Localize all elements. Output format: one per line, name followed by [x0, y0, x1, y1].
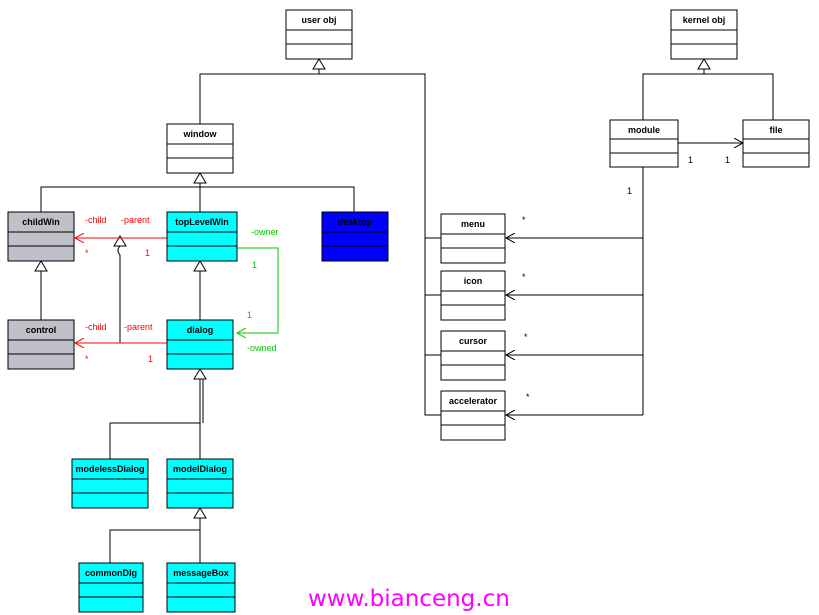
owner-role: -owner	[251, 227, 279, 237]
class-name: childWin	[22, 217, 59, 227]
class-box	[742, 119, 810, 168]
module-mult: 1	[627, 186, 632, 196]
class-modelessdialog: modelessDialog	[71, 458, 149, 509]
class-name: file	[769, 125, 782, 135]
childwin-mult-child: *	[85, 248, 89, 258]
class-modeldialog: modelDialog	[166, 458, 234, 509]
triangle-window	[193, 172, 207, 184]
control-role-parent: -parent	[124, 322, 153, 332]
childwin-mult-parent: 1	[145, 248, 150, 258]
owner-mult-top: 1	[252, 260, 257, 270]
class-control: control	[7, 319, 75, 370]
class-name: dialog	[187, 325, 214, 335]
cursor-mult: *	[524, 332, 528, 342]
class-name: modelessDialog	[75, 464, 144, 474]
class-name: desktop	[338, 217, 373, 227]
owner-mult-dialog: 1	[247, 310, 252, 320]
class-kernel-obj: kernel obj	[670, 9, 738, 60]
generalization-lines	[40, 69, 774, 563]
triangle-childwin	[34, 260, 48, 272]
class-box	[166, 123, 234, 174]
menu-mult: *	[522, 215, 526, 225]
class-box	[166, 319, 234, 370]
class-box	[609, 119, 679, 168]
class-box	[7, 319, 75, 370]
class-box	[440, 390, 506, 441]
childwin-role-child: -child	[85, 215, 107, 225]
class-name: kernel obj	[683, 15, 726, 25]
triangle-toplevelwin	[193, 260, 207, 272]
control-role-child: -child	[85, 322, 107, 332]
class-name: accelerator	[449, 396, 498, 406]
class-module: module	[609, 119, 679, 168]
module-file-mult-file: 1	[725, 155, 730, 165]
childwin-role-parent: -parent	[121, 215, 150, 225]
class-menu: menu	[440, 213, 506, 264]
association-labels: -child -parent * 1 -child -parent * 1 -o…	[85, 155, 730, 402]
class-name: window	[183, 129, 218, 139]
owned-role: -owned	[247, 343, 277, 353]
class-box	[166, 562, 236, 613]
associations	[75, 143, 743, 415]
class-window: window	[166, 123, 234, 174]
class-name: menu	[461, 219, 485, 229]
class-accelerator: accelerator	[440, 390, 506, 441]
class-user-obj: user obj	[285, 9, 353, 60]
class-name: icon	[464, 276, 483, 286]
class-box	[440, 270, 506, 321]
gen-line-control-parent-childwin	[117, 245, 121, 343]
class-box	[285, 9, 353, 60]
class-box	[321, 211, 389, 262]
triangle-userobj	[312, 58, 326, 70]
class-name: user obj	[301, 15, 336, 25]
class-name: cursor	[459, 336, 488, 346]
class-box	[166, 458, 234, 509]
class-toplevelwin: topLevelWin	[166, 211, 238, 262]
class-desktop: desktop	[321, 211, 389, 262]
gen-line-window-userobj	[199, 73, 441, 416]
triangle-kernelobj	[697, 58, 711, 70]
class-box	[440, 213, 506, 264]
icon-mult: *	[522, 272, 526, 282]
class-box	[7, 211, 75, 262]
assoc-owner-owned	[237, 247, 279, 333]
control-mult-child: *	[85, 354, 89, 364]
gen-line-kernel	[642, 73, 774, 120]
gen-line-modeldialog-subclasses	[109, 529, 201, 563]
class-name: commonDlg	[85, 568, 137, 578]
class-icon: icon	[440, 270, 506, 321]
module-file-mult-module: 1	[688, 155, 693, 165]
class-box	[670, 9, 738, 60]
class-cursor: cursor	[440, 330, 506, 381]
class-name: topLevelWin	[175, 217, 228, 227]
class-messagebox: messageBox	[166, 562, 236, 613]
gen-line-dialog-subclasses	[109, 422, 201, 459]
triangle-childwin-parent	[113, 235, 127, 247]
class-childwin: childWin	[7, 211, 75, 262]
class-name: control	[26, 325, 57, 335]
class-box	[440, 330, 506, 381]
control-mult-parent: 1	[148, 354, 153, 364]
generalization-arrowheads	[34, 58, 711, 519]
accelerator-mult: *	[526, 392, 530, 402]
class-name: messageBox	[173, 568, 229, 578]
class-name: modelDialog	[173, 464, 227, 474]
class-dialog: dialog	[166, 319, 234, 370]
gen-line-window-children	[40, 186, 355, 212]
class-name: module	[628, 125, 660, 135]
watermark: www.bianceng.cn	[308, 586, 510, 612]
class-box	[166, 211, 238, 262]
triangle-modeldialog	[193, 507, 207, 519]
class-box	[78, 562, 144, 613]
class-layer: user obj kernel obj window module file childW…	[7, 9, 810, 613]
triangle-dialog	[193, 368, 207, 380]
class-file: file	[742, 119, 810, 168]
class-box	[71, 458, 149, 509]
class-commondlg: commonDlg	[78, 562, 144, 613]
